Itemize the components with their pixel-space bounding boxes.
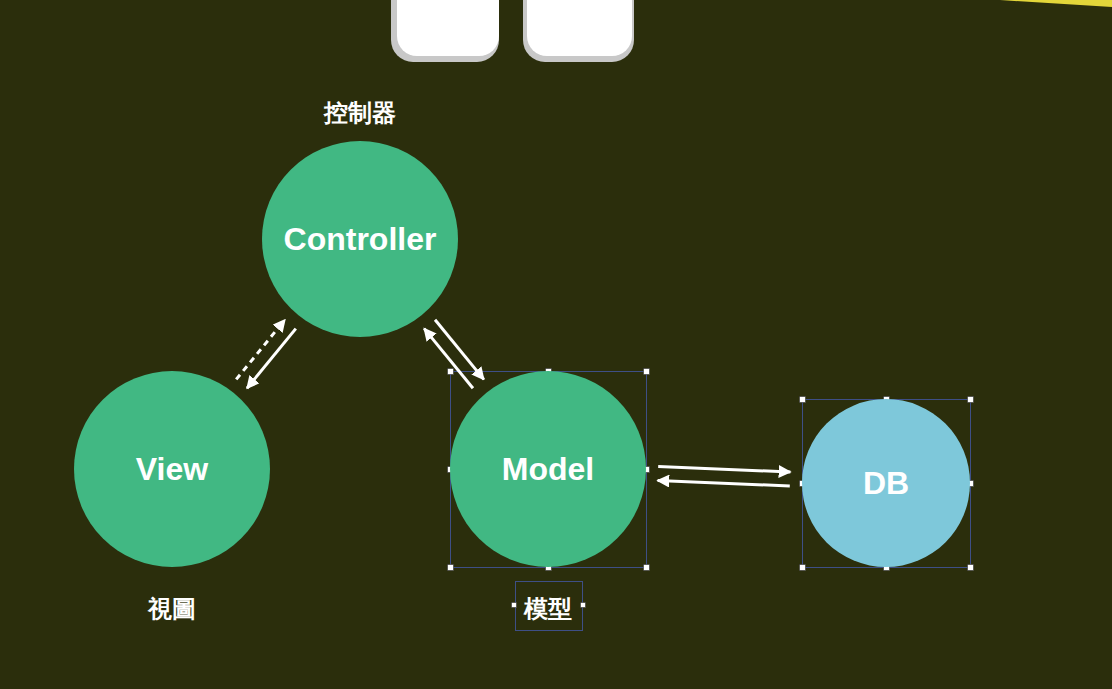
- flow-arrow: [424, 329, 473, 389]
- handle: [800, 565, 806, 571]
- handle: [968, 565, 974, 571]
- handle: [512, 603, 517, 608]
- mascot-foot-shadow: [523, 0, 634, 62]
- node-caption: 控制器: [324, 97, 396, 129]
- flow-arrow: [658, 481, 790, 486]
- circle-fill: [802, 399, 970, 567]
- mascot-foot: [397, 0, 499, 56]
- node-circle: 控制器Controller: [262, 141, 458, 337]
- node-label: DB: [863, 465, 909, 502]
- node-circle: View視圖: [74, 371, 270, 567]
- flow-arrow: [658, 467, 790, 472]
- node-label: Controller: [284, 221, 437, 258]
- mascot-foot: [527, 0, 632, 56]
- selection-handles: [448, 369, 974, 608]
- accent-stripe: [1000, 0, 1112, 7]
- selection-frame: [451, 372, 647, 568]
- handle: [644, 369, 650, 375]
- selection-frame: [516, 582, 583, 631]
- handle: [581, 603, 586, 608]
- flow-arrow: [247, 329, 296, 389]
- node-caption: 視圖: [148, 593, 196, 625]
- node-label: Model: [502, 451, 594, 488]
- selection-frame: [803, 400, 971, 568]
- handle: [968, 397, 974, 403]
- handle: [448, 369, 454, 375]
- circle-fill: [450, 371, 646, 567]
- selection-frames: [451, 372, 971, 631]
- node-circle: Model模型: [450, 371, 646, 567]
- handle: [644, 565, 650, 571]
- node-circle: DB: [802, 399, 970, 567]
- mascot-foot-shadow: [391, 0, 499, 62]
- circle-fill: [262, 141, 458, 337]
- node-caption: 模型: [524, 593, 572, 625]
- handle: [800, 397, 806, 403]
- handle: [448, 565, 454, 571]
- circle-fill: [74, 371, 270, 567]
- node-label: View: [136, 451, 208, 488]
